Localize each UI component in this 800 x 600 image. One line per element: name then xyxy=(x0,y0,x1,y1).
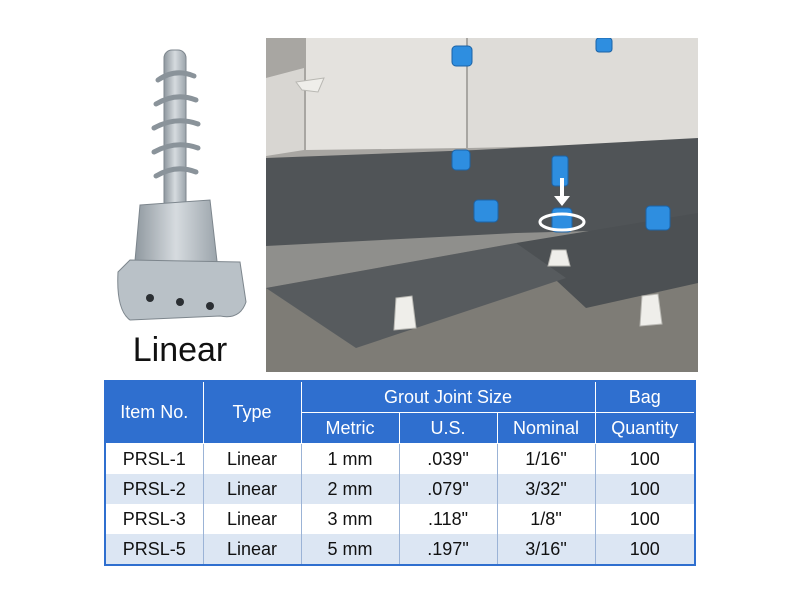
cell-nominal: 3/32" xyxy=(496,474,596,504)
header-nominal: Nominal xyxy=(496,412,596,444)
cell-item: PRSL-1 xyxy=(104,443,204,474)
header-quantity: Quantity xyxy=(594,412,696,444)
cell-nominal: 1/8" xyxy=(496,504,596,534)
header-bag: Bag xyxy=(594,380,696,413)
cell-type: Linear xyxy=(202,504,302,534)
cell-us: .039" xyxy=(398,443,498,474)
header-grout-joint-size: Grout Joint Size xyxy=(300,380,596,413)
table-row: PRSL-3 Linear 3 mm .118" 1/8" 100 xyxy=(104,504,696,534)
header-us: U.S. xyxy=(398,412,498,444)
product-caption: Linear xyxy=(132,331,228,369)
header-type: Type xyxy=(202,380,302,444)
cell-type: Linear xyxy=(202,534,302,566)
table-row: PRSL-2 Linear 2 mm .079" 3/32" 100 xyxy=(104,474,696,504)
cell-qty: 100 xyxy=(594,534,696,566)
cell-type: Linear xyxy=(202,443,302,474)
cell-us: .079" xyxy=(398,474,498,504)
cell-us: .118" xyxy=(398,504,498,534)
cell-nominal: 3/16" xyxy=(496,534,596,566)
cell-qty: 100 xyxy=(594,504,696,534)
cell-metric: 2 mm xyxy=(300,474,400,504)
cell-qty: 100 xyxy=(594,474,696,504)
cell-item: PRSL-2 xyxy=(104,474,204,504)
cell-type: Linear xyxy=(202,474,302,504)
cell-metric: 5 mm xyxy=(300,534,400,566)
cell-item: PRSL-3 xyxy=(104,504,204,534)
cell-us: .197" xyxy=(398,534,498,566)
cell-qty: 100 xyxy=(594,443,696,474)
spec-table: Item No. Type Grout Joint Size Bag Metri… xyxy=(104,380,697,566)
linear-clip-product-image xyxy=(117,49,247,321)
cell-metric: 3 mm xyxy=(300,504,400,534)
header-metric: Metric xyxy=(300,412,400,444)
header-item-no: Item No. xyxy=(104,380,204,444)
installation-photo xyxy=(266,38,698,372)
cell-nominal: 1/16" xyxy=(496,443,596,474)
table-row: PRSL-5 Linear 5 mm .197" 3/16" 100 xyxy=(104,534,696,566)
table-row: PRSL-1 Linear 1 mm .039" 1/16" 100 xyxy=(104,443,696,474)
cell-metric: 1 mm xyxy=(300,443,400,474)
cell-item: PRSL-5 xyxy=(104,534,204,566)
